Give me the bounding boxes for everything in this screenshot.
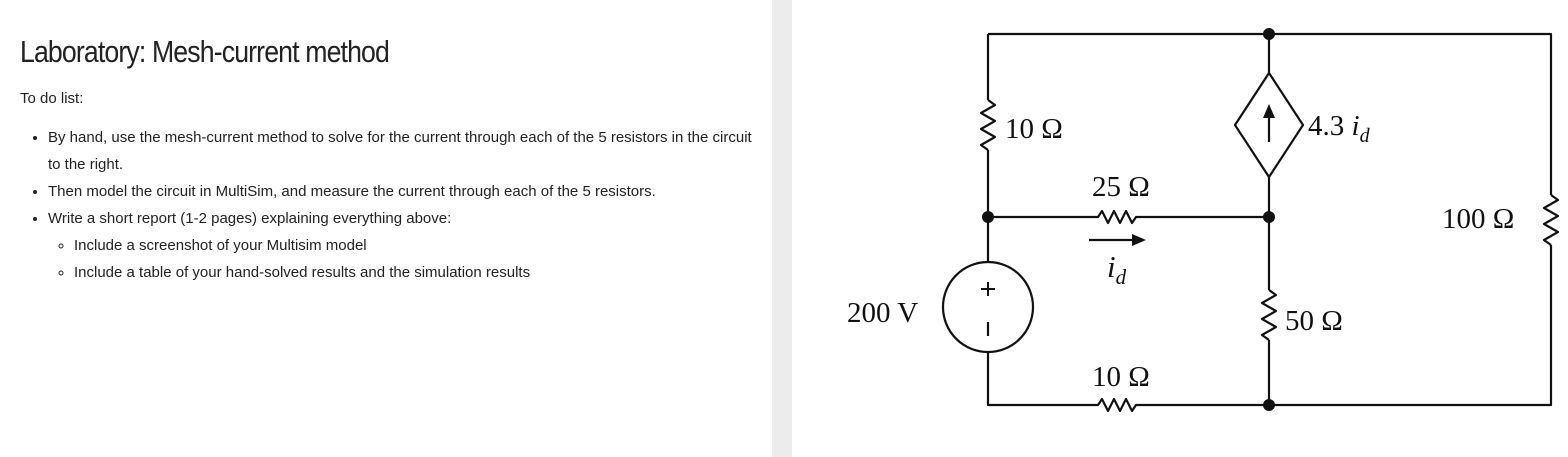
circuit-diagram: 10 Ω 25 Ω 10 Ω 50 Ω 100 Ω 200 V 4.3 id i… — [792, 0, 1568, 457]
junction-node-center — [1263, 211, 1275, 223]
panel-divider — [772, 0, 792, 457]
wire-top — [988, 32, 1553, 100]
todo-list: By hand, use the mesh-current method to … — [0, 124, 768, 286]
junction-node-left — [982, 211, 994, 223]
circuit-svg: 10 Ω 25 Ω 10 Ω 50 Ω 100 Ω 200 V 4.3 id i… — [847, 28, 1560, 413]
label-source-voltage: 200 V — [847, 297, 918, 329]
resistor-10-bottom — [986, 352, 1269, 413]
resistor-25-middle — [988, 209, 1269, 225]
current-arrowhead-icon — [1132, 234, 1146, 246]
task-hand-solve: By hand, use the mesh-current method to … — [48, 124, 768, 178]
subtask-results-table: Include a table of your hand-solved resu… — [74, 259, 768, 286]
label-r-far-right: 100 Ω — [1442, 203, 1514, 235]
todo-label: To do list: — [20, 90, 84, 107]
task-report-text: Write a short report (1-2 pages) explain… — [48, 210, 452, 227]
resistor-50-center — [1260, 289, 1278, 341]
plus-sign-icon — [981, 282, 995, 296]
junction-node-bottom — [1263, 399, 1275, 411]
label-r-middle: 25 Ω — [1092, 171, 1150, 203]
label-r-center: 50 Ω — [1285, 305, 1343, 337]
dep-source-var: i — [1352, 110, 1360, 142]
voltage-source-circle — [941, 260, 1035, 354]
resistor-10-top-left — [979, 99, 997, 151]
wire-right-bottom — [1269, 245, 1553, 407]
page-title: Laboratory: Mesh-current method — [20, 34, 390, 69]
dep-source-arrowhead-icon — [1263, 104, 1275, 118]
label-dependent-source: 4.3 id — [1308, 110, 1371, 147]
current-var: i — [1107, 249, 1116, 284]
resistor-100-far-right — [1542, 194, 1560, 246]
label-current: id — [1107, 249, 1127, 289]
current-sub: d — [1116, 265, 1127, 289]
task-report: Write a short report (1-2 pages) explain… — [48, 205, 768, 286]
label-r-bottom: 10 Ω — [1092, 361, 1150, 393]
dep-source-coef: 4.3 — [1308, 110, 1352, 142]
junction-node-top — [1263, 28, 1275, 40]
assignment-panel: Laboratory: Mesh-current method To do li… — [0, 0, 772, 457]
label-r-top-left: 10 Ω — [1005, 113, 1063, 145]
report-subtask-list: Include a screenshot of your Multisim mo… — [48, 232, 768, 286]
task-multisim: Then model the circuit in MultiSim, and … — [48, 178, 768, 205]
subtask-screenshot: Include a screenshot of your Multisim mo… — [74, 232, 768, 259]
dep-source-sub: d — [1360, 125, 1371, 147]
